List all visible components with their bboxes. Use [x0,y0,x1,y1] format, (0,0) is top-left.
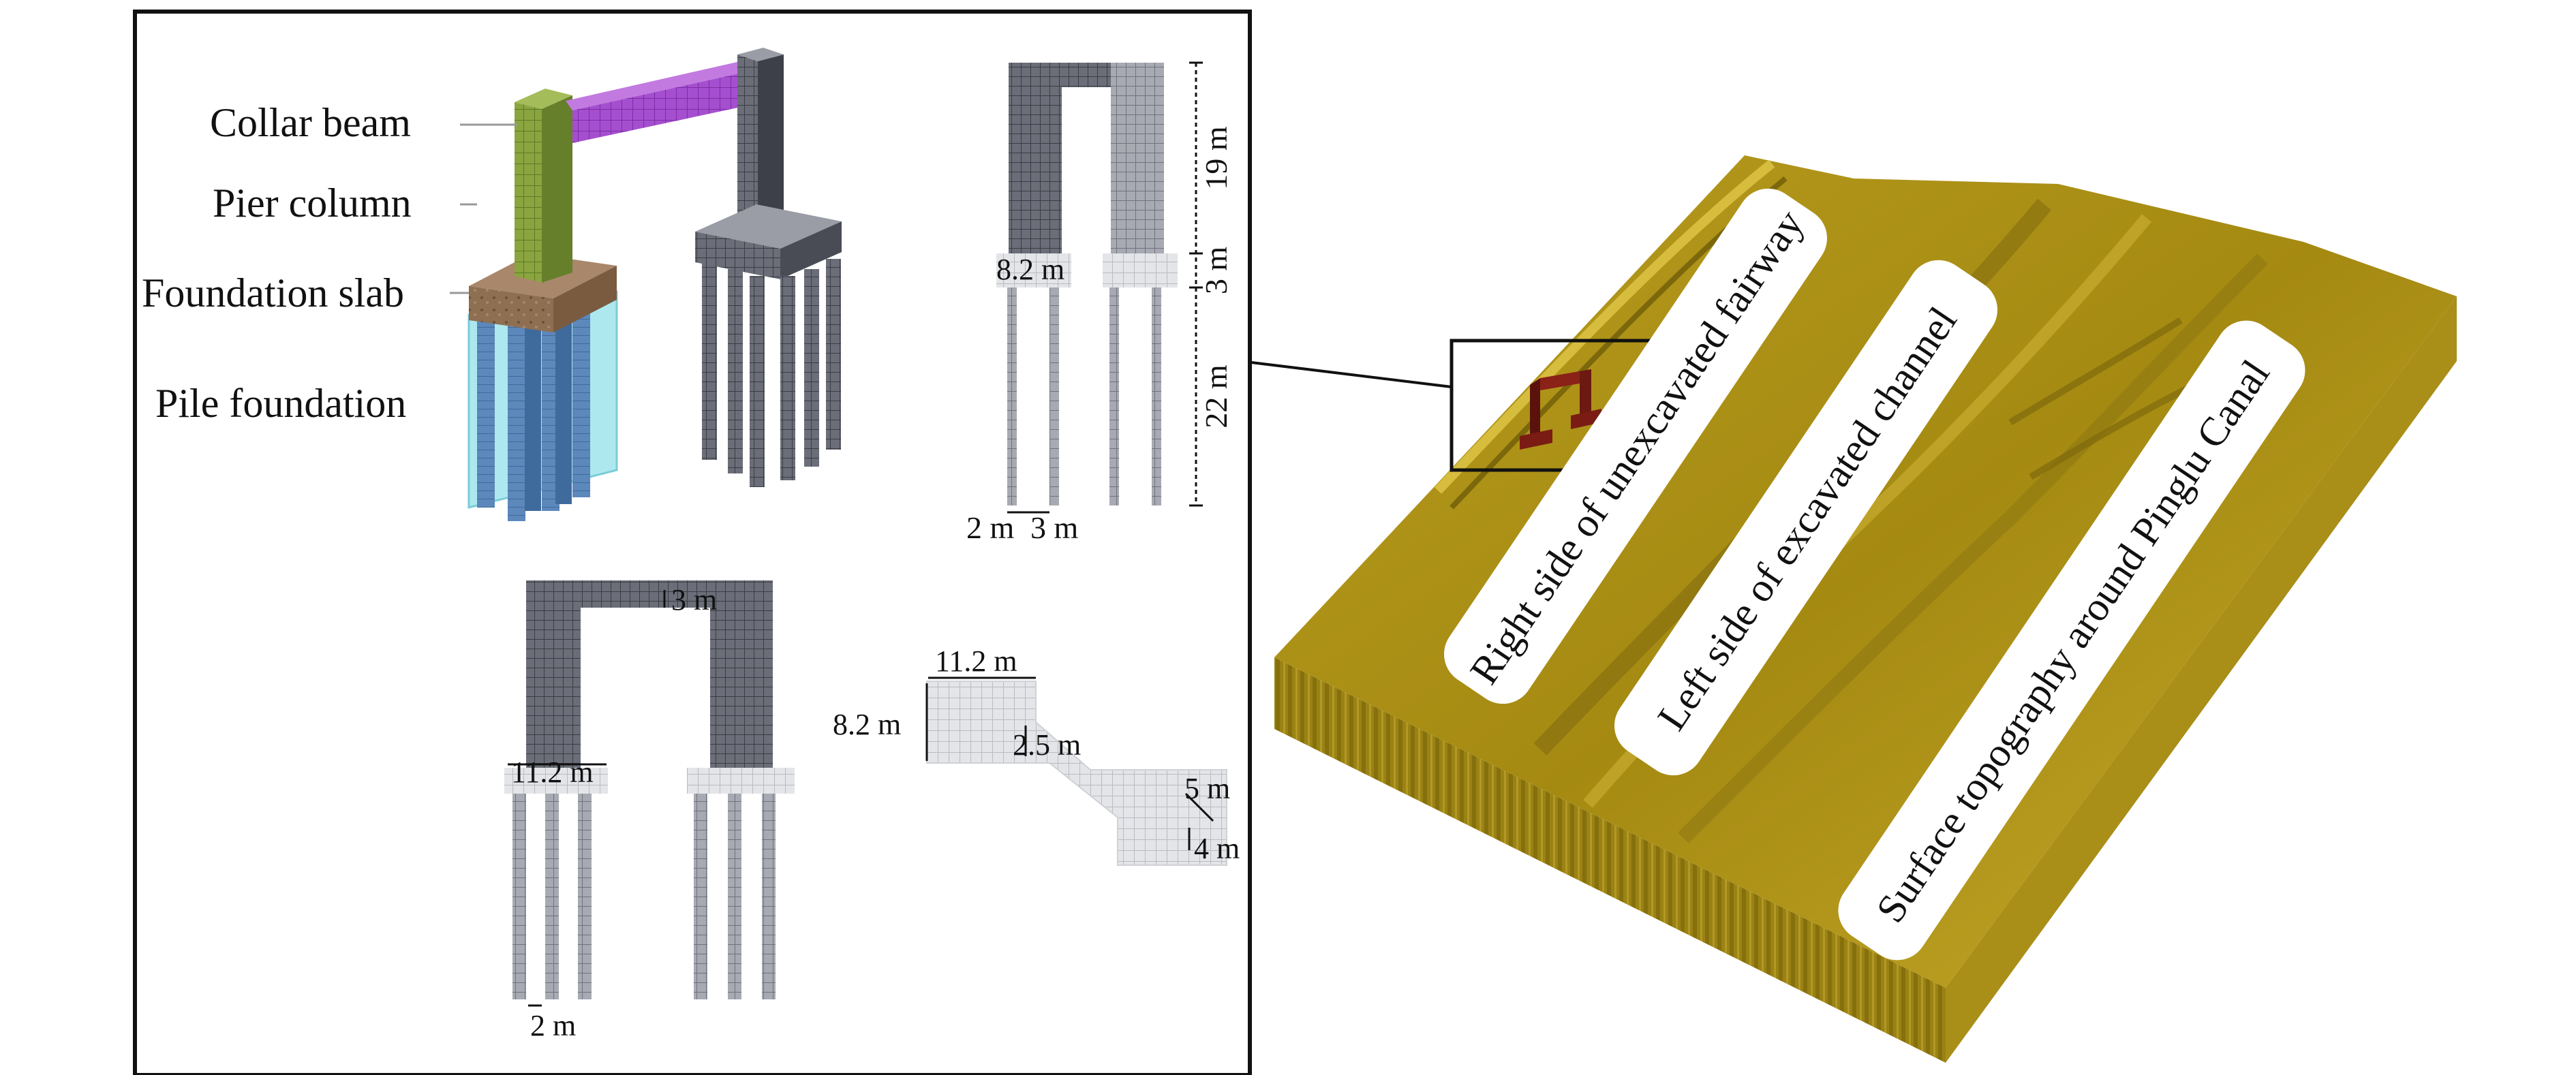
collar-beam-colored [566,60,763,143]
terrain-front-face [1274,657,1946,1063]
label-leaders [450,123,518,294]
dim-front-pile-2: 2 m [530,1009,576,1042]
dim-height-19: 19 m [1199,126,1233,190]
dim-beam-3: 3 m [671,583,717,617]
dim-slab-11-2: 11.2 m [511,755,594,789]
pile-foundation-colored [477,303,590,521]
terrain-right-face [1946,296,2457,1063]
connector-line [1251,361,1452,388]
label-collar-beam: Collar beam [210,100,411,145]
dim-height-22: 22 m [1199,364,1233,429]
colored-pier-model [467,48,842,521]
side-dimension-line [1189,61,1203,507]
dim-pile-spacing-3: 3 m [1030,510,1079,545]
label-foundation-slab: Foundation slab [142,270,404,315]
plan-dim-8-2: 8.2 m [833,708,901,741]
label-pile-foundation: Pile foundation [155,381,406,426]
front-elevation: 3 m 11.2 m 2 m [504,580,795,1042]
gray-pier-model [695,48,842,487]
label-pier-column: Pier column [213,181,412,225]
dim-height-3: 3 m [1199,247,1233,295]
side-elevation: 19 m 3 m 22 m 8.2 m 2 m 3 m [966,61,1233,545]
terrain-pier-model [1520,369,1601,450]
plan-dim-2-5: 2.5 m [1013,728,1081,762]
dim-slab-8-2: 8.2 m [996,253,1064,286]
plan-dim-4: 4 m [1194,832,1240,865]
panel-frame [133,10,1252,1075]
pier-column-colored [515,89,572,283]
plan-view: 11.2 m 8.2 m 2.5 m 5 m 4 m [833,644,1240,866]
dim-pile-2: 2 m [966,510,1015,545]
plan-dim-5: 5 m [1184,772,1230,805]
plan-dim-11-2: 11.2 m [935,644,1017,678]
